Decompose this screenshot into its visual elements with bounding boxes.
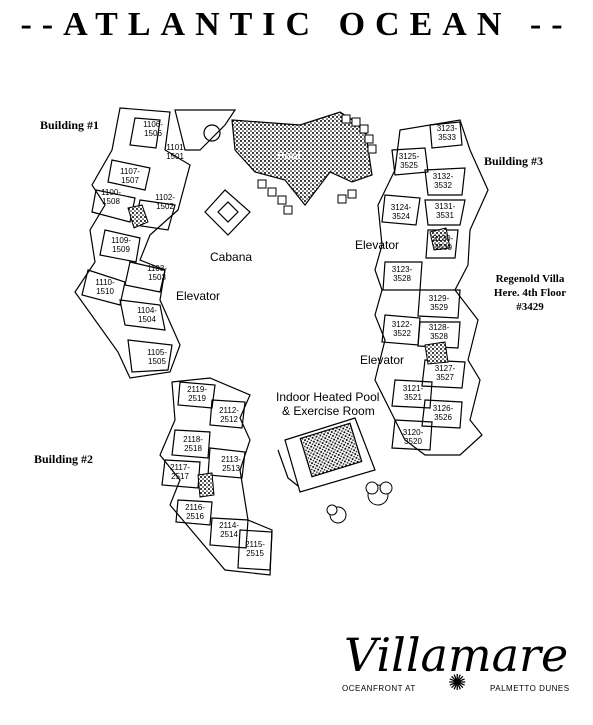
unit-label: 2118-2518: [183, 435, 203, 453]
unit-label: 3130-3530: [432, 234, 454, 252]
b1-stair: [127, 204, 149, 229]
brand-name: Villamare: [344, 628, 569, 682]
pool-deck: [174, 109, 237, 151]
unit-label: 3132-3532: [432, 172, 454, 190]
unit-label: 2119-2519: [187, 385, 207, 403]
b3-stair-top: [429, 227, 451, 251]
unit-label: 3127-3527: [434, 364, 456, 382]
elevator-right-bottom-label: Elevator: [360, 353, 405, 367]
b3-stair-bottom: [424, 341, 449, 365]
unit-label: 1105-1505: [147, 348, 167, 366]
indoor-pool-label-2: & Exercise Room: [282, 404, 375, 418]
villa-note: Regenold Villa Here. 4th Floor #3429: [480, 272, 580, 314]
building-2-outline: [159, 377, 273, 576]
b2-stair: [197, 472, 215, 498]
unit-label: 2113-2513: [221, 455, 241, 473]
unit-label: 1106-1506: [143, 120, 163, 138]
pool-label: Pool: [277, 150, 301, 162]
unit-label: 2116-2516: [185, 503, 205, 521]
indoor-pool-building: [284, 417, 376, 493]
brand-tagline-right: PALMETTO DUNES: [490, 684, 570, 693]
building-3-outline: [374, 119, 489, 456]
villa-note-line3: #3429: [516, 301, 544, 313]
indoor-pool: [299, 422, 363, 478]
unit-label: 3126-3526: [432, 404, 454, 422]
ocean-title: --ATLANTIC OCEAN --: [20, 6, 573, 43]
brand-tagline-left: OCEANFRONT AT: [342, 684, 416, 693]
unit-label: 3129-3529: [428, 294, 450, 312]
unit-label: 3124-3524: [390, 203, 412, 221]
unit-label: 1100-1508: [101, 188, 121, 206]
unit-label: 1110-1510: [95, 278, 115, 296]
unit-label: 3123-3528: [391, 265, 413, 283]
unit-label: 2114-2514: [219, 521, 239, 539]
unit-label: 2117-2517: [170, 463, 190, 481]
unit-label: 3122-3522: [391, 320, 413, 338]
trees: [326, 481, 393, 524]
outdoor-pool: [231, 111, 373, 206]
building-2-label: Building #2: [34, 452, 94, 466]
elevator-right-top-label: Elevator: [355, 238, 400, 252]
unit-label: 3125-3525: [398, 152, 420, 170]
building-3-label: Building #3: [484, 154, 544, 168]
cabana: [204, 189, 251, 236]
unit-label: 2115-2515: [245, 540, 265, 558]
pool-chairs: [257, 114, 377, 215]
indoor-pool-label-1: Indoor Heated Pool: [276, 390, 380, 404]
elevator-left-label: Elevator: [176, 289, 221, 303]
unit-label: 1103-1503: [147, 264, 167, 282]
villa-note-line2: Here. 4th Floor: [493, 287, 567, 299]
unit-label: 3131-3531: [434, 202, 456, 220]
cabana-label: Cabana: [210, 250, 253, 264]
unit-label: 3121-3521: [402, 384, 424, 402]
unit-label: 1107-1507: [120, 167, 140, 185]
unit-label: 3128-3528: [428, 323, 450, 341]
villa-note-line1: Regenold Villa: [495, 273, 565, 285]
flower-icon: ✺: [448, 670, 467, 695]
villamare-logo: Villamare OCEANFRONT AT ✺ PALMETTO DUNES: [340, 628, 580, 708]
unit-label: 2112-2512: [219, 406, 239, 424]
unit-label: 1104-1504: [137, 306, 157, 324]
building-1-label: Building #1: [40, 118, 100, 132]
unit-label: 1102-1502: [155, 193, 175, 211]
unit-label: 3123-3533: [436, 124, 458, 142]
unit-label: 3120-3520: [402, 428, 424, 446]
building-1-outline: [74, 107, 191, 379]
unit-label: 1109-1509: [111, 236, 131, 254]
